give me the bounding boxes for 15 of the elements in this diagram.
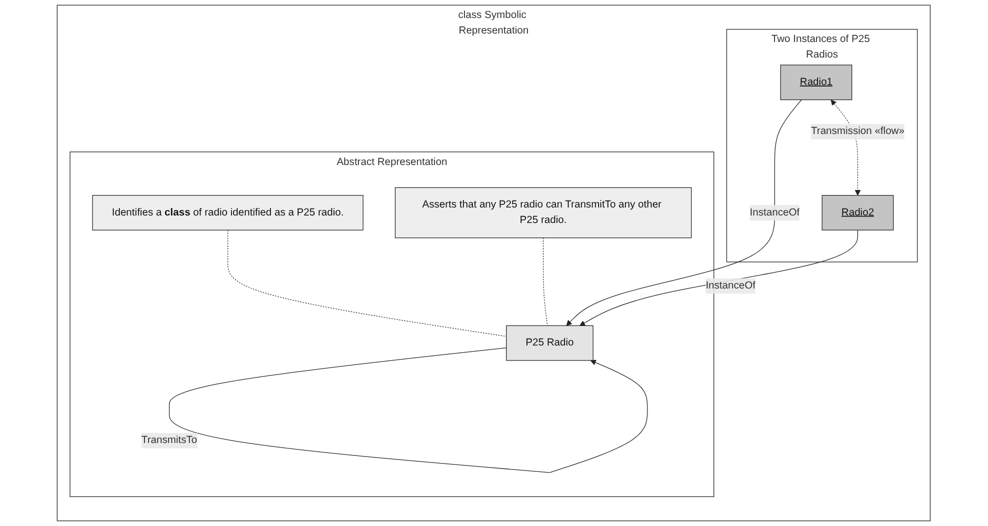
edge-label: Transmission «flow»	[811, 126, 905, 137]
edge-label: TransmitsTo	[142, 434, 198, 446]
arrow	[566, 99, 802, 326]
node-box: Identifies a class of radio identified as a P25 radio.	[92, 195, 364, 230]
node-box: Radio1	[780, 64, 852, 100]
connector	[228, 230, 507, 337]
arrow	[580, 230, 858, 326]
connector	[543, 238, 548, 326]
arrow	[831, 100, 861, 196]
edge-label: InstanceOf	[750, 206, 800, 218]
arrow	[169, 347, 648, 473]
node-box: Asserts that any P25 radio can TransmitTo any other P25 radio.	[395, 187, 692, 238]
node-box: Radio2	[822, 195, 894, 230]
node-box: P25 Radio	[506, 325, 594, 361]
edge-label: InstanceOf	[706, 280, 756, 292]
